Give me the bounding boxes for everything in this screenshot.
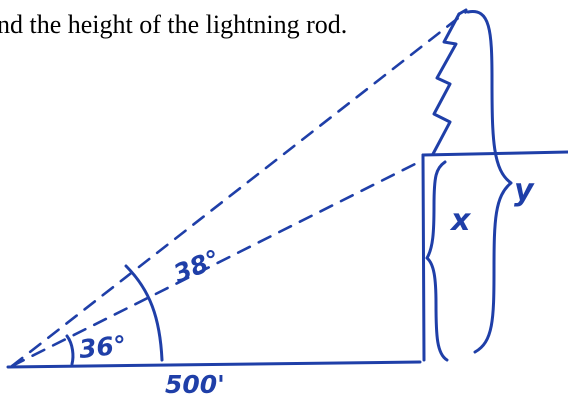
sight-line-to-rod-top	[10, 10, 468, 368]
base-line	[6, 360, 422, 369]
problem-instruction-text: nd the height of the lightning rod.	[0, 10, 347, 39]
upper-angle-label: 38°	[169, 244, 224, 289]
sight-line-to-roof	[10, 159, 423, 368]
building-height-brace	[425, 160, 449, 362]
building-height-label: x	[449, 203, 472, 238]
total-height-brace	[466, 10, 513, 354]
building-wall	[421, 153, 426, 362]
lower-angle-label: 36°	[78, 330, 128, 364]
base-length-label: 500'	[165, 370, 225, 394]
total-height-label: y	[514, 173, 535, 208]
lower-angle-arc	[65, 334, 75, 366]
upper-angle-arc	[124, 264, 164, 362]
lightning-rod	[431, 12, 461, 156]
rod-tip-mark	[457, 8, 468, 16]
